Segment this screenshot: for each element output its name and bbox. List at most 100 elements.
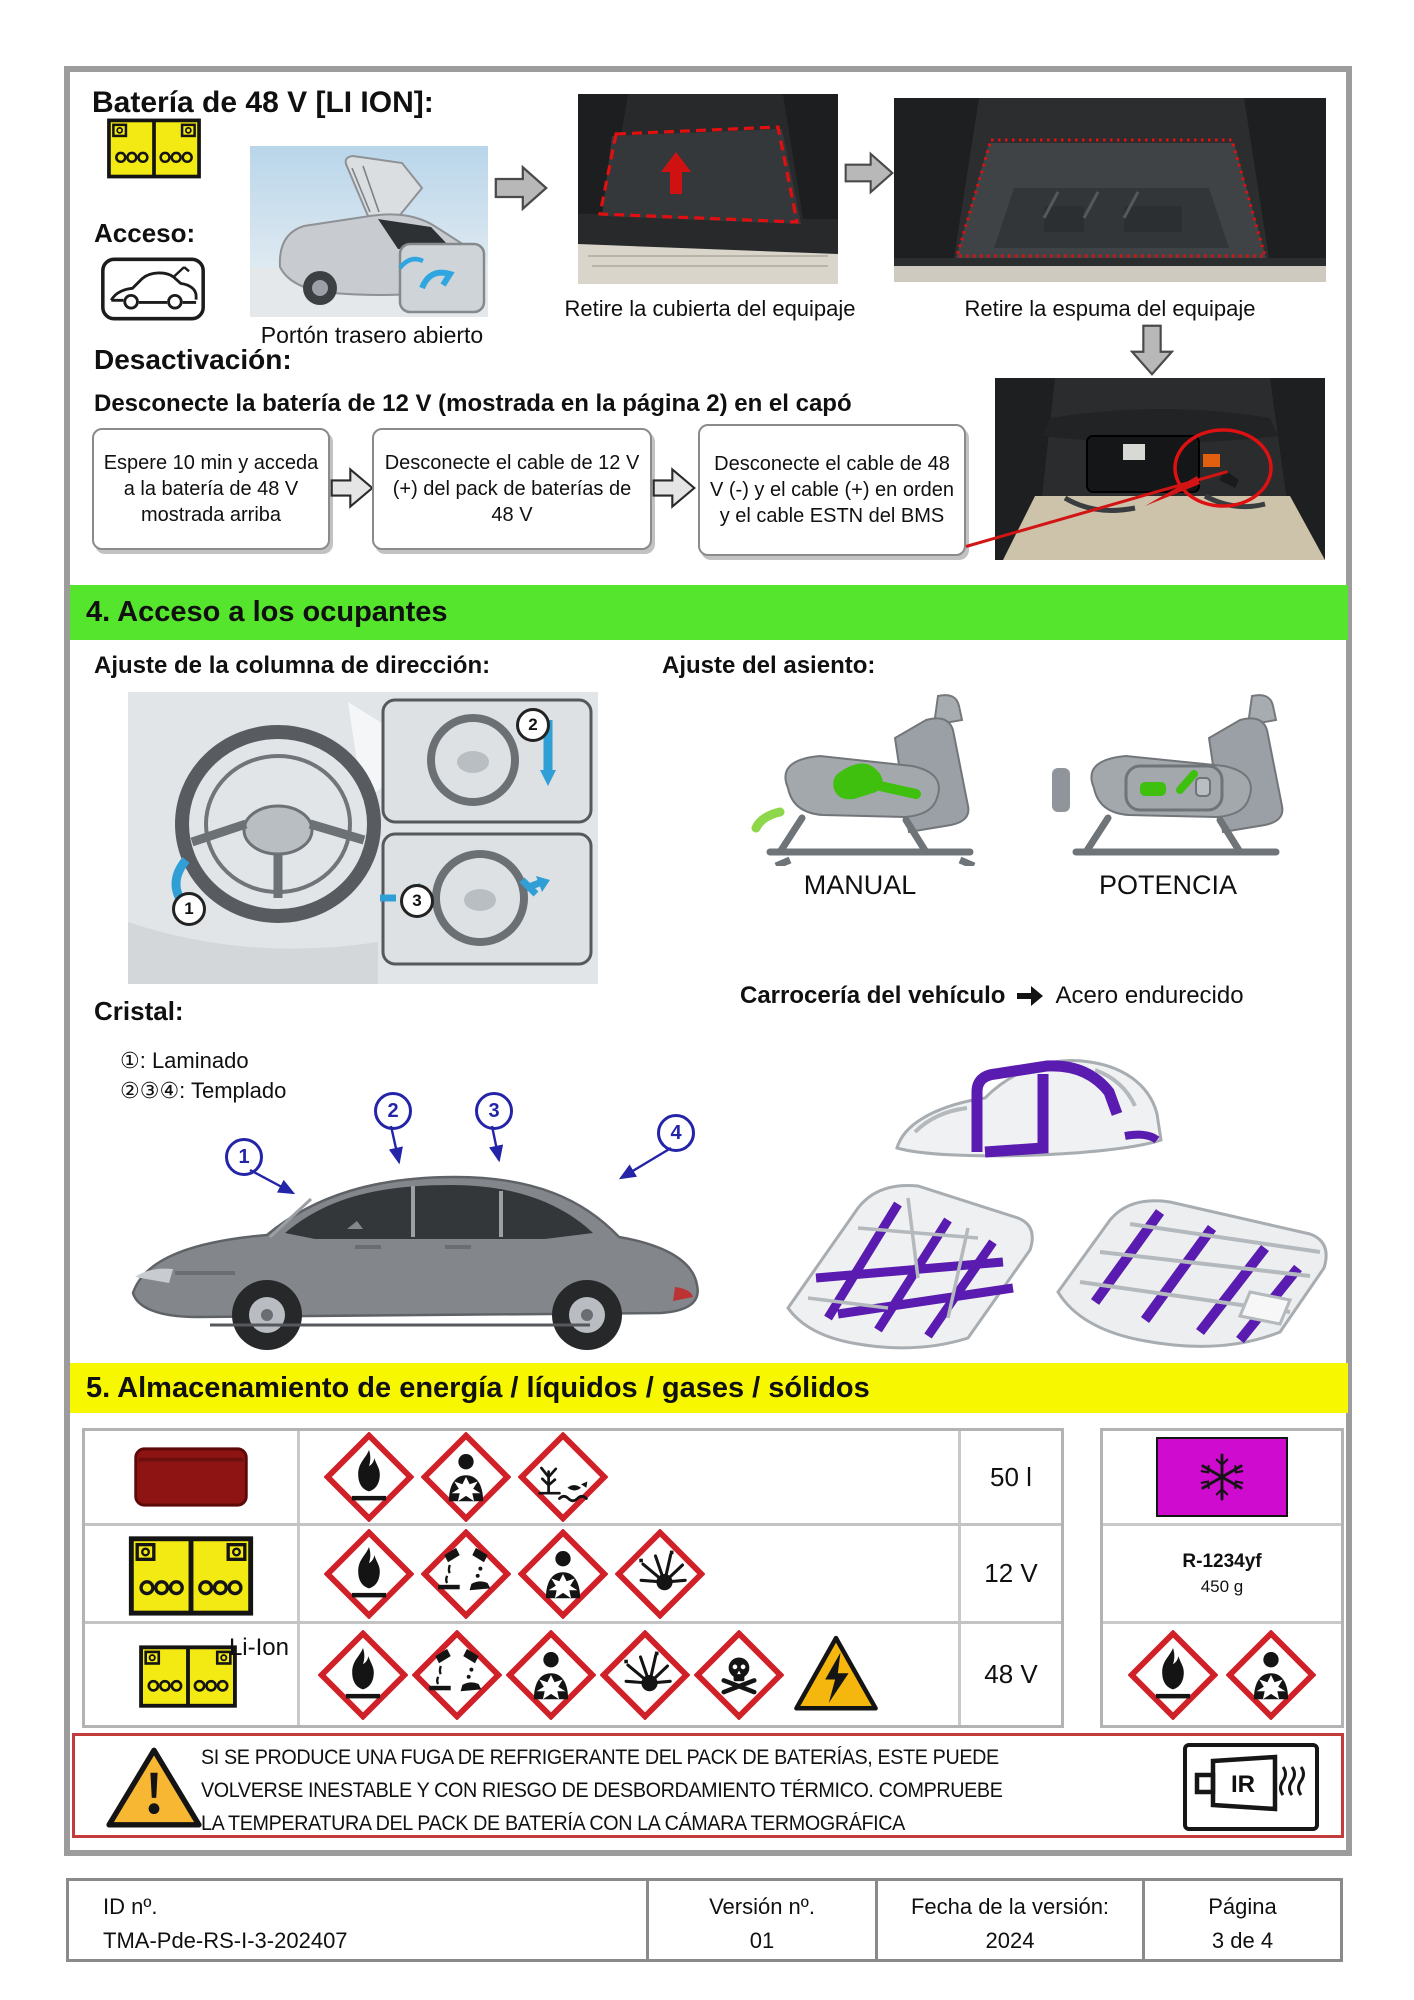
ghs-corrosive-icon — [421, 1529, 511, 1619]
refrigerant-pictogram-cell — [1103, 1431, 1341, 1523]
glass-tempered: ②③④: Templado — [120, 1078, 287, 1103]
flow-arrow-icon — [330, 462, 374, 514]
glass-label: Cristal: — [94, 996, 184, 1026]
glass-callout-3: 3 — [475, 1092, 513, 1130]
steering-column-illustration: 1 2 3 — [128, 692, 598, 984]
trunk-cover-photo — [578, 94, 838, 284]
ghs-health-hazard-icon — [518, 1529, 608, 1619]
battery-48v-value: 48 V — [984, 1659, 1038, 1689]
footer-id-label: ID nº. — [103, 1894, 158, 1919]
battery-icon — [106, 112, 202, 182]
steering-badge-3: 3 — [400, 884, 434, 918]
section4-banner: 4. Acceso a los ocupantes — [70, 585, 1348, 640]
steering-badge-1: 1 — [172, 892, 206, 926]
fuel-tank-icon — [132, 1445, 250, 1509]
body-shell-underbody-illustration — [1040, 1172, 1345, 1352]
seat-manual-illustration — [730, 690, 1010, 870]
trunk-foam-caption: Retire la espuma del equipaje — [964, 296, 1256, 321]
body-shell-side-illustration — [885, 1040, 1170, 1175]
battery-icon — [127, 1529, 255, 1619]
seat-power-illustration — [1030, 690, 1330, 866]
section4-banner-text: 4. Acceso a los ocupantes — [86, 596, 448, 628]
steering-badge-2: 2 — [516, 708, 550, 742]
deactivation-step-1: Espere 10 min y acceda a la batería de 4… — [92, 428, 330, 550]
snowflake-icon — [1193, 1448, 1251, 1506]
section5-banner-text: 5. Almacenamiento de energía / líquidos … — [86, 1371, 870, 1404]
storage-row-12v: 12 V — [85, 1523, 1061, 1621]
deactivation-label: Desactivación: — [94, 344, 292, 375]
access-label: Acceso: — [94, 218, 196, 248]
body-shell-line: Carrocería del vehículo Acero endurecido — [740, 982, 1244, 1010]
deactivation-step-2: Desconecte el cable de 12 V (+) del pack… — [372, 428, 652, 550]
footer-date-cell: Fecha de la versión: 2024 — [875, 1881, 1142, 1959]
deactivation-note: Desconecte la batería de 12 V (mostrada … — [94, 390, 852, 417]
ghs-corrosive-icon — [412, 1630, 502, 1720]
battery-icon — [138, 1636, 238, 1714]
ghs-health-hazard-icon — [506, 1630, 596, 1720]
footer-page-label: Página — [1208, 1894, 1277, 1919]
arrow-right-icon — [494, 164, 548, 212]
footer-page-value: 3 de 4 — [1211, 1928, 1274, 1953]
footer-version-label: Versión nº. — [709, 1894, 815, 1919]
engine-bay-photo — [995, 378, 1325, 560]
li-ion-label: Li-Ion — [228, 1634, 289, 1661]
storage-row-48v: Li-Ion 48 V — [85, 1621, 1061, 1725]
tailgate-open-photo — [250, 146, 488, 317]
footer-page-cell: Página 3 de 4 — [1142, 1881, 1340, 1959]
footer-id-cell: ID nº. TMA-Pde-RS-I-3-202407 — [69, 1881, 646, 1959]
heavy-right-arrow-icon — [1015, 984, 1045, 1008]
refrigerant-table: R-1234yf 450 g — [1100, 1428, 1344, 1728]
battery48-title: Batería de 48 V [LI ION]: — [92, 86, 434, 119]
glass-callout-1: 1 — [225, 1138, 263, 1176]
arrow-down-icon — [1128, 324, 1176, 376]
ghs-flammable-icon — [1128, 1630, 1218, 1720]
footer-date-value: 2024 — [985, 1928, 1035, 1953]
battery-12v-value: 12 V — [984, 1558, 1038, 1588]
seat-manual-caption: MANUAL — [803, 870, 917, 900]
ghs-flammable-icon — [324, 1432, 414, 1522]
vehicle-access-icon — [100, 256, 206, 322]
section5-banner: 5. Almacenamiento de energía / líquidos … — [70, 1363, 1348, 1413]
ir-label: IR — [1231, 1771, 1255, 1798]
glass-laminated: ①: Laminado — [120, 1048, 249, 1073]
car-side-view — [115, 1145, 715, 1357]
snowflake-box — [1156, 1437, 1288, 1517]
ghs-explosive-icon — [615, 1529, 705, 1619]
seat-adjust-label: Ajuste del asiento: — [662, 652, 876, 679]
ghs-health-hazard-icon — [421, 1432, 511, 1522]
glass-callout-arrows — [249, 1125, 672, 1195]
glass-callout-4: 4 — [657, 1114, 695, 1152]
refrigerant-amount: 450 g — [1200, 1576, 1244, 1596]
ghs-environmental-hazard-icon — [518, 1432, 608, 1522]
tailgate-caption: Portón trasero abierto — [260, 322, 484, 348]
footer-date-label: Fecha de la versión: — [910, 1894, 1110, 1919]
footer-version-value: 01 — [749, 1928, 775, 1953]
footer-id-value: TMA-Pde-RS-I-3-202407 — [103, 1928, 348, 1953]
refrigerant-hazards-cell — [1103, 1621, 1341, 1725]
warning-triangle-icon — [103, 1744, 205, 1832]
footer-version-cell: Versión nº. 01 — [646, 1881, 875, 1959]
content-frame — [64, 66, 1352, 1856]
refrigerant-info-cell: R-1234yf 450 g — [1103, 1523, 1341, 1621]
refrigerant-code: R-1234yf — [1182, 1550, 1262, 1572]
trunk-foam-photo — [894, 98, 1326, 282]
storage-row-fuel: 50 l — [85, 1431, 1061, 1523]
glass-callout-2: 2 — [374, 1092, 412, 1130]
trunk-cover-caption: Retire la cubierta del equipaje — [564, 296, 856, 321]
refrigerant-warning-box: SI SE PRODUCE UNA FUGA DE REFRIGERANTE D… — [72, 1733, 1344, 1838]
warning-text: SI SE PRODUCE UNA FUGA DE REFRIGERANTE D… — [201, 1746, 1003, 1835]
deactivation-step-3: Desconecte el cable de 48 V (-) y el cab… — [698, 424, 966, 556]
fuel-capacity-value: 50 l — [990, 1461, 1032, 1492]
electrical-hazard-icon — [788, 1630, 884, 1720]
ghs-health-hazard-icon — [1226, 1630, 1316, 1720]
body-shell-value: Acero endurecido — [1055, 982, 1244, 1009]
ghs-explosive-icon — [600, 1630, 690, 1720]
document-footer: ID nº. TMA-Pde-RS-I-3-202407 Versión nº.… — [66, 1878, 1343, 1962]
ir-camera-icon: IR — [1183, 1743, 1319, 1831]
storage-table: 50 l 12 V Li-Ion — [82, 1428, 1064, 1728]
flow-arrow-icon — [652, 462, 696, 514]
steering-adjust-label: Ajuste de la columna de dirección: — [94, 652, 491, 679]
ghs-flammable-icon — [318, 1630, 408, 1720]
ghs-flammable-icon — [324, 1529, 414, 1619]
